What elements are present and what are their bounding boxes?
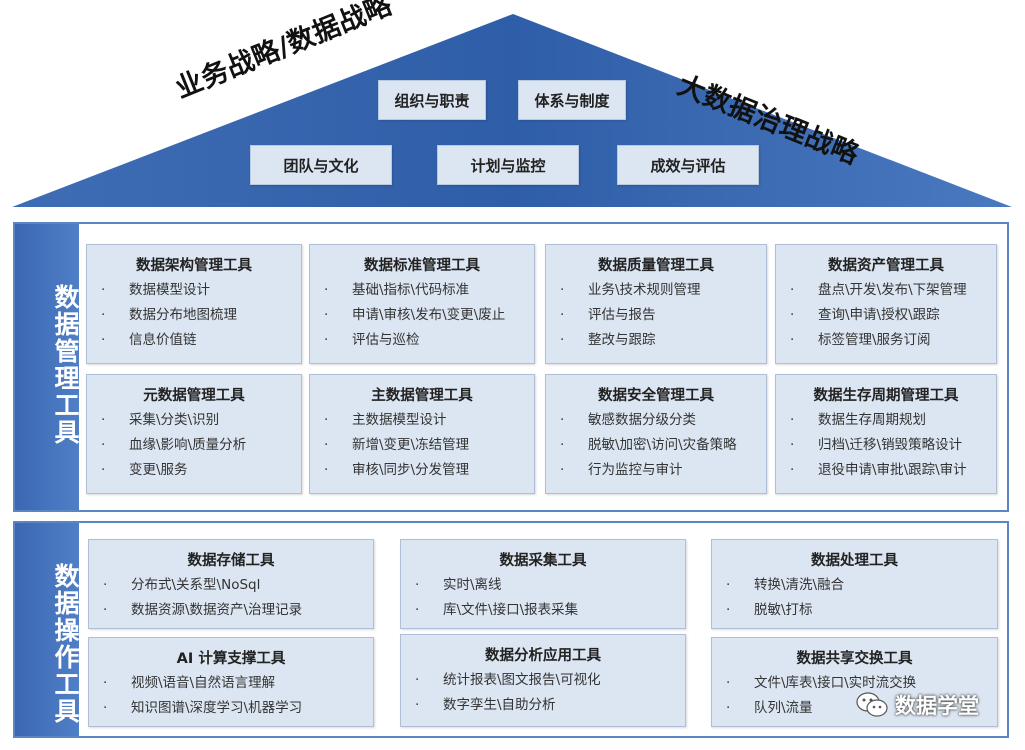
tool-title: 主数据管理工具 (371, 388, 473, 404)
tool-item: ·文件\库表\接口\实时流交换 (726, 675, 917, 691)
tool-item: ·实时\离线 (415, 577, 502, 593)
tool-item: ·盘点\开发\发布\下架管理 (790, 282, 967, 298)
tool-card-lifecycle: 数据生存周期管理工具 ·数据生存周期规划 ·归档\迁移\销毁策略设计 ·退役申请… (775, 374, 997, 494)
tool-item: ·队列\流量 (726, 700, 813, 716)
tool-item: ·转换\清洗\融合 (726, 577, 845, 593)
tool-item: ·敏感数据分级分类 (560, 412, 696, 428)
tool-item: ·行为监控与审计 (560, 462, 683, 478)
tool-item: ·视频\语音\自然语言理解 (103, 675, 276, 691)
tool-item: ·采集\分类\识别 (101, 412, 220, 428)
tool-title: 数据共享交换工具 (796, 651, 913, 667)
tool-item: ·审核\同步\分发管理 (324, 462, 470, 478)
tool-card-storage: 数据存储工具 ·分布式\关系型\NoSql ·数据资源\数据资产\治理记录 (88, 539, 374, 629)
tool-card-ai-compute: AI 计算支撑工具 ·视频\语音\自然语言理解 ·知识图谱\深度学习\机器学习 (88, 637, 374, 727)
tool-card-masterdata: 主数据管理工具 ·主数据模型设计 ·新增\变更\冻结管理 ·审核\同步\分发管理 (309, 374, 535, 494)
roof-box-plan: 计划与监控 (437, 145, 579, 185)
tool-card-quality: 数据质量管理工具 ·业务\技术规则管理 ·评估与报告 ·整改与跟踪 (545, 244, 767, 364)
tool-item: ·新增\变更\冻结管理 (324, 437, 470, 453)
tool-item: ·库\文件\接口\报表采集 (415, 602, 579, 618)
tool-title: 数据架构管理工具 (136, 258, 252, 274)
tool-title: 数据标准管理工具 (364, 258, 480, 274)
watermark-text: 数据学堂 (895, 694, 979, 718)
tool-item: ·数据模型设计 (101, 282, 210, 298)
tool-item: ·脱敏\打标 (726, 602, 813, 618)
tool-item: ·申请\审核\发布\变更\废止 (324, 307, 506, 323)
tool-item: ·血缘\影响\质量分析 (101, 437, 247, 453)
tool-title: 数据安全管理工具 (598, 388, 714, 404)
operation-section-band (15, 523, 79, 736)
tool-item: ·数字孪生\自助分析 (415, 697, 556, 713)
tool-title: 数据资产管理工具 (828, 258, 944, 274)
tool-card-security: 数据安全管理工具 ·敏感数据分级分类 ·脱敏\加密\访问\灾备策略 ·行为监控与… (545, 374, 767, 494)
watermark: 数据学堂 (855, 690, 979, 720)
tool-title: 数据采集工具 (499, 553, 587, 569)
tool-title: 数据存储工具 (187, 553, 275, 569)
tool-card-standard: 数据标准管理工具 ·基础\指标\代码标准 ·申请\审核\发布\变更\废止 ·评估… (309, 244, 535, 364)
management-section-band (15, 224, 79, 510)
tool-item: ·业务\技术规则管理 (560, 282, 701, 298)
tool-card-architecture: 数据架构管理工具 ·数据模型设计 ·数据分布地图梳理 ·信息价值链 (86, 244, 302, 364)
tool-title: 数据分析应用工具 (485, 648, 601, 664)
tool-card-asset: 数据资产管理工具 ·盘点\开发\发布\下架管理 ·查询\申请\授权\跟踪 ·标签… (775, 244, 997, 364)
tool-card-collection: 数据采集工具 ·实时\离线 ·库\文件\接口\报表采集 (400, 539, 686, 629)
wechat-icon (856, 692, 888, 717)
tool-item: ·变更\服务 (101, 462, 188, 478)
tool-title: AI 计算支撑工具 (176, 651, 286, 667)
tool-item: ·脱敏\加密\访问\灾备策略 (560, 437, 737, 453)
roof-box-results: 成效与评估 (617, 145, 759, 185)
tool-item: ·数据生存周期规划 (790, 412, 926, 428)
tool-item: ·信息价值链 (101, 332, 197, 348)
tool-item: ·查询\申请\授权\跟踪 (790, 307, 940, 323)
management-section-label: 数据管理工具 (51, 284, 80, 446)
roof-box-system: 体系与制度 (518, 80, 626, 120)
roof-box-team: 团队与文化 (250, 145, 392, 185)
tool-title: 数据质量管理工具 (598, 258, 714, 274)
tool-item: ·评估与报告 (560, 307, 656, 323)
tool-item: ·归档\迁移\销毁策略设计 (790, 437, 963, 453)
tool-item: ·数据资源\数据资产\治理记录 (103, 602, 303, 618)
tool-card-processing: 数据处理工具 ·转换\清洗\融合 ·脱敏\打标 (711, 539, 998, 629)
tool-title: 元数据管理工具 (143, 388, 245, 404)
tool-item: ·知识图谱\深度学习\机器学习 (103, 700, 303, 716)
tool-card-metadata: 元数据管理工具 ·采集\分类\识别 ·血缘\影响\质量分析 ·变更\服务 (86, 374, 302, 494)
tool-item: ·评估与巡检 (324, 332, 420, 348)
tool-item: ·统计报表\图文报告\可视化 (415, 672, 601, 688)
tool-item: ·整改与跟踪 (560, 332, 656, 348)
management-tools-section: 数据管理工具 数据架构管理工具 ·数据模型设计 ·数据分布地图梳理 ·信息价值链… (13, 222, 1009, 512)
tool-title: 数据生存周期管理工具 (813, 388, 959, 404)
tool-item: ·标签管理\服务订阅 (790, 332, 931, 348)
tool-item: ·主数据模型设计 (324, 412, 447, 428)
tool-card-analysis: 数据分析应用工具 ·统计报表\图文报告\可视化 ·数字孪生\自助分析 (400, 634, 686, 727)
tool-item: ·退役申请\审批\跟踪\审计 (790, 462, 967, 478)
operation-section-label: 数据操作工具 (51, 563, 80, 725)
tool-item: ·数据分布地图梳理 (101, 307, 237, 323)
tool-title: 数据处理工具 (811, 553, 898, 569)
tool-card-sharing: 数据共享交换工具 ·文件\库表\接口\实时流交换 ·队列\流量 (711, 637, 998, 727)
tool-item: ·分布式\关系型\NoSql (103, 577, 261, 593)
roof-box-organization: 组织与职责 (378, 80, 486, 120)
tool-item: ·基础\指标\代码标准 (324, 282, 470, 298)
operation-tools-section: 数据操作工具 数据存储工具 ·分布式\关系型\NoSql ·数据资源\数据资产\… (13, 521, 1009, 738)
